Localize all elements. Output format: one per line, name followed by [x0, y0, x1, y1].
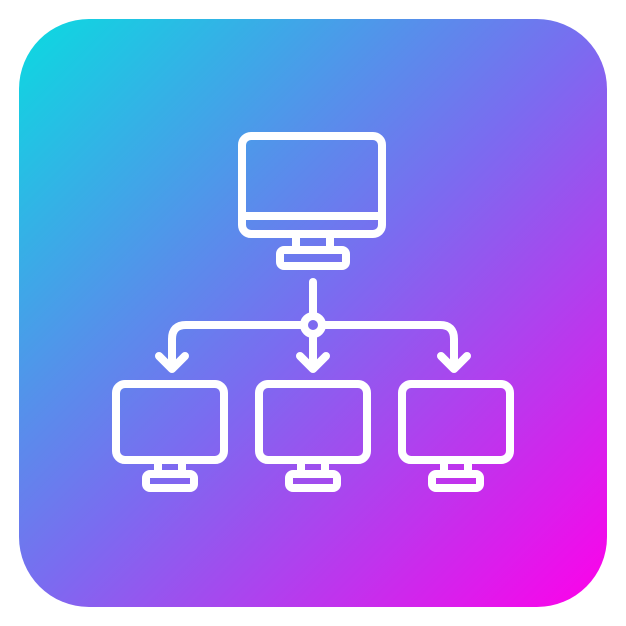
connection-lines	[168, 278, 458, 370]
client-monitor-right-icon	[398, 380, 514, 492]
arrow-down-icon	[155, 352, 471, 373]
client-monitor-left-icon	[112, 380, 228, 492]
client-monitor-center-icon	[255, 380, 371, 492]
server-monitor-icon	[238, 132, 386, 270]
